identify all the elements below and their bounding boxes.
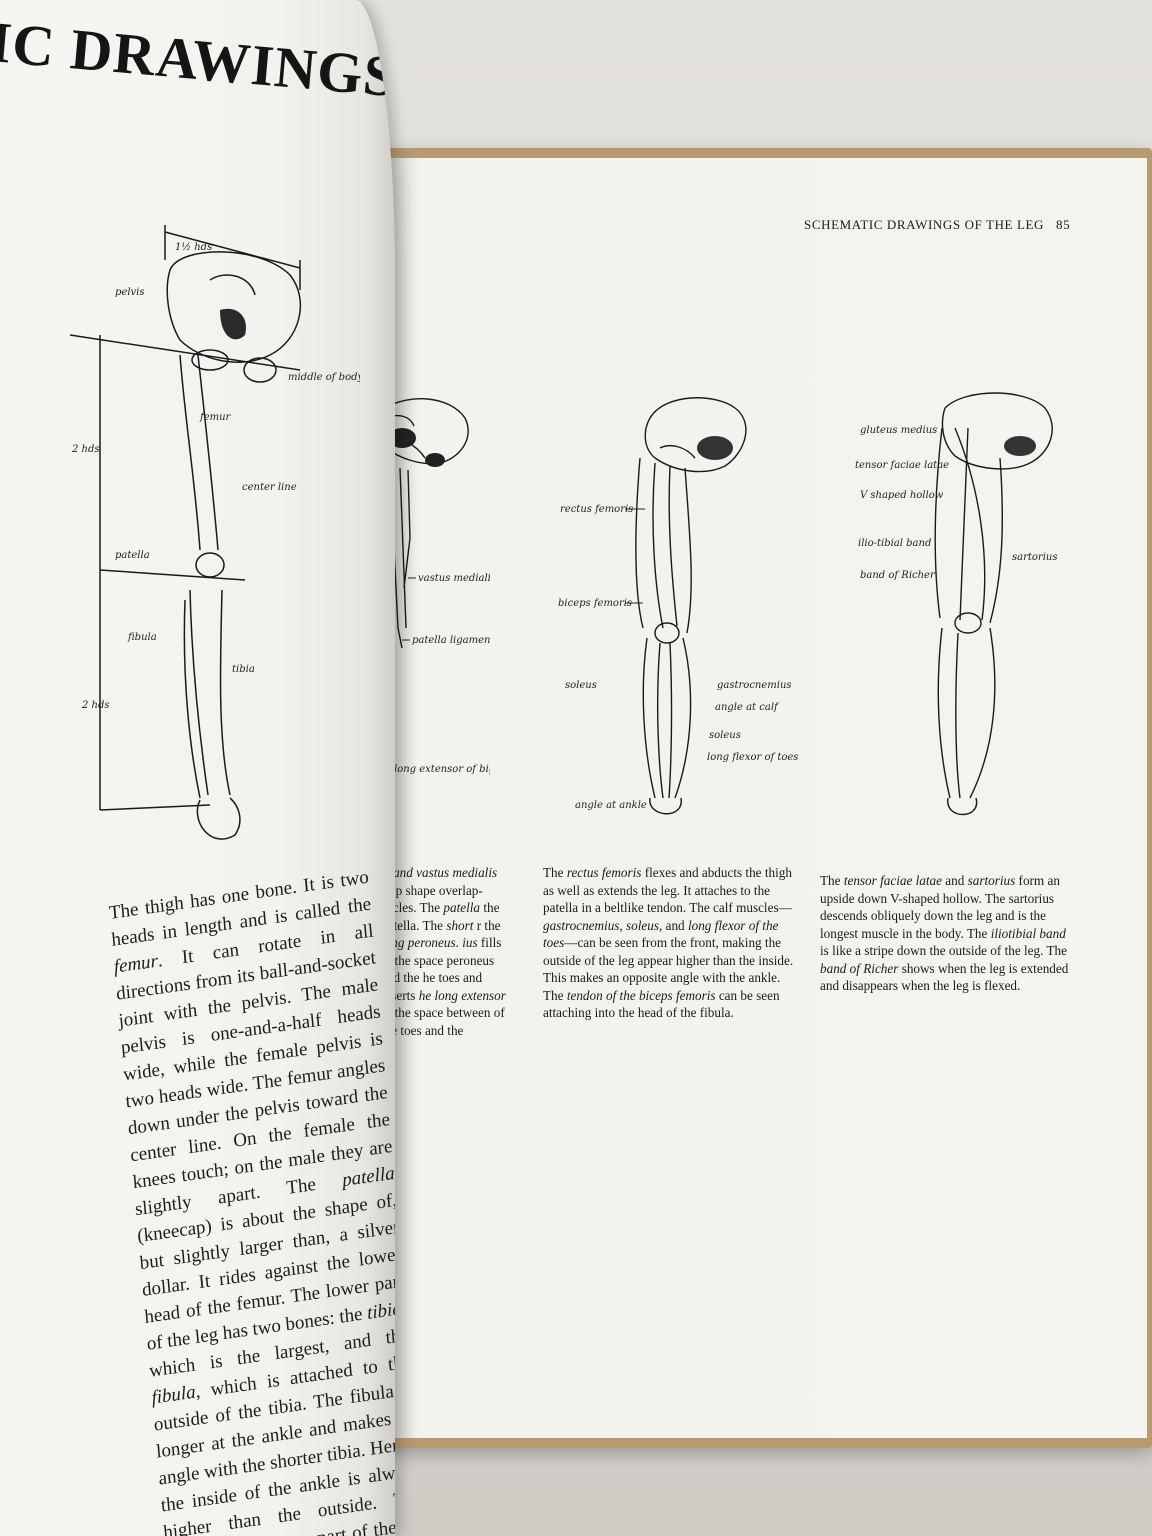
label-gluteus-medius: gluteus medius xyxy=(860,425,937,436)
text-run: is like a stripe down the outside of the… xyxy=(820,943,1067,958)
left-page-paragraph: The thigh has one bone. It is two heads … xyxy=(108,864,395,1536)
label-iliotibial-band: ilio-tibial band xyxy=(858,538,931,549)
text-run: r the xyxy=(473,917,501,933)
text-run: can be seen attaching into the head of t… xyxy=(543,987,780,1021)
left-page: IC DRAWINGS xyxy=(0,0,395,1536)
italic-term: sartorius xyxy=(967,873,1016,888)
label-patella-ligament: patella ligament xyxy=(412,635,490,646)
label-sartorius: sartorius xyxy=(1012,552,1057,563)
text-run: shows when the leg is extended and disap… xyxy=(820,960,1069,994)
text-run: the space between of the toes and the xyxy=(381,1005,505,1038)
italic-term: long peroneus xyxy=(381,935,456,950)
left-page-body-text: The thigh has one bone. It is two heads … xyxy=(108,864,395,1536)
running-head-title: SCHEMATIC DRAWINGS OF THE LEG xyxy=(804,217,1045,232)
label-gastrocnemius: gastrocnemius xyxy=(717,680,792,691)
column-a-paragraph: is and vastus medialis lrop shape overla… xyxy=(381,864,511,1039)
label-middle-of-body: middle of body xyxy=(288,372,360,383)
label-angle-at-calf: angle at calf xyxy=(715,702,780,713)
label-patella: patella xyxy=(115,550,150,561)
text-run: The xyxy=(820,873,844,888)
leg-skeleton-figure: 1½ hds pelvis middle of body femur cente… xyxy=(69,225,360,840)
running-head: SCHEMATIC DRAWINGS OF THE LEG 85 xyxy=(804,217,1070,233)
left-page-title: IC DRAWINGS xyxy=(0,8,395,110)
label-fibula: fibula xyxy=(127,632,157,643)
leg-figure-vastus: vastus medialis patella ligament long ex… xyxy=(384,398,490,775)
text-run: and xyxy=(662,917,688,933)
text-run: the patella. The xyxy=(381,900,500,933)
label-center-line: center line xyxy=(242,482,297,493)
text-run: lrop shape overlap- uscles. The xyxy=(381,882,483,916)
column-b-paragraph: The rectus femoris flexes and abducts th… xyxy=(543,864,795,1022)
text-run: flexes and abducts the thigh as well as … xyxy=(543,865,792,915)
italic-term: iliotibial band xyxy=(990,925,1066,941)
italic-term: rectus femoris xyxy=(566,865,642,880)
label-femur: femur xyxy=(199,412,232,423)
label-tibia: tibia xyxy=(232,664,255,675)
label-biceps-femoris: biceps femoris xyxy=(558,598,632,609)
italic-term: fibula xyxy=(150,1381,197,1409)
label-soleus-left: soleus xyxy=(565,680,597,691)
italic-term: ius xyxy=(462,935,478,950)
text-run: form an upside down V-shaped hollow. The… xyxy=(820,873,1060,941)
label-rectus-femoris: rectus femoris xyxy=(560,504,633,515)
page-number: 85 xyxy=(1056,217,1071,232)
italic-term: gastrocnemius, soleus, xyxy=(543,917,663,933)
italic-term: patella xyxy=(341,1162,395,1192)
label-tensor-faciae-latae: tensor faciae latae xyxy=(855,460,949,471)
right-page xyxy=(352,158,1147,1438)
italic-term: tibia xyxy=(366,1298,395,1324)
label-two-heads-upper: 2 hds xyxy=(71,444,100,455)
label-width-heads: 1½ hds xyxy=(175,242,212,253)
italic-term: band of Richer xyxy=(820,960,899,976)
italic-term: patella xyxy=(443,900,481,915)
leg-figure-rectus-femoris: rectus femoris biceps femoris soleus gas… xyxy=(558,397,798,815)
text-run: , which is attached to the outside of th… xyxy=(153,1351,395,1536)
text-run: The xyxy=(543,865,567,880)
text-run: and xyxy=(941,873,968,888)
label-long-extensor: long extensor of big toe xyxy=(394,764,490,775)
italic-term: tendon of the biceps femoris xyxy=(566,987,716,1003)
text-column-a: is and vastus medialis lrop shape overla… xyxy=(381,864,511,1064)
italic-term: femur xyxy=(112,950,159,978)
leg-figure-sartorius: gluteus medius tensor faciae latae V sha… xyxy=(855,392,1057,816)
label-two-heads-lower: 2 hds xyxy=(81,700,110,711)
italic-term: long flexor of the toes xyxy=(543,917,779,951)
label-soleus-right: soleus xyxy=(709,730,741,741)
italic-term: short xyxy=(446,917,474,933)
label-pelvis: pelvis xyxy=(115,287,145,298)
text-run: . xyxy=(455,935,463,950)
italic-term: vastus medialis xyxy=(416,865,498,880)
label-v-shaped-hollow: V shaped hollow xyxy=(860,490,944,501)
label-angle-at-ankle: angle at ankle xyxy=(575,800,647,811)
label-vastus-medialis: vastus medialis xyxy=(418,573,490,584)
text-column-c: The tensor faciae latae and sartorius fo… xyxy=(820,872,1070,995)
italic-term: tensor faciae latae xyxy=(843,873,942,888)
text-column-b: The rectus femoris flexes and abducts th… xyxy=(543,864,795,1022)
column-c-paragraph: The tensor faciae latae and sartorius fo… xyxy=(820,872,1070,995)
label-long-flexor: long flexor of toes xyxy=(707,752,798,763)
text-run: —can be seen from the front, making the … xyxy=(543,935,794,1003)
label-band-of-richer: band of Richer xyxy=(860,570,936,581)
